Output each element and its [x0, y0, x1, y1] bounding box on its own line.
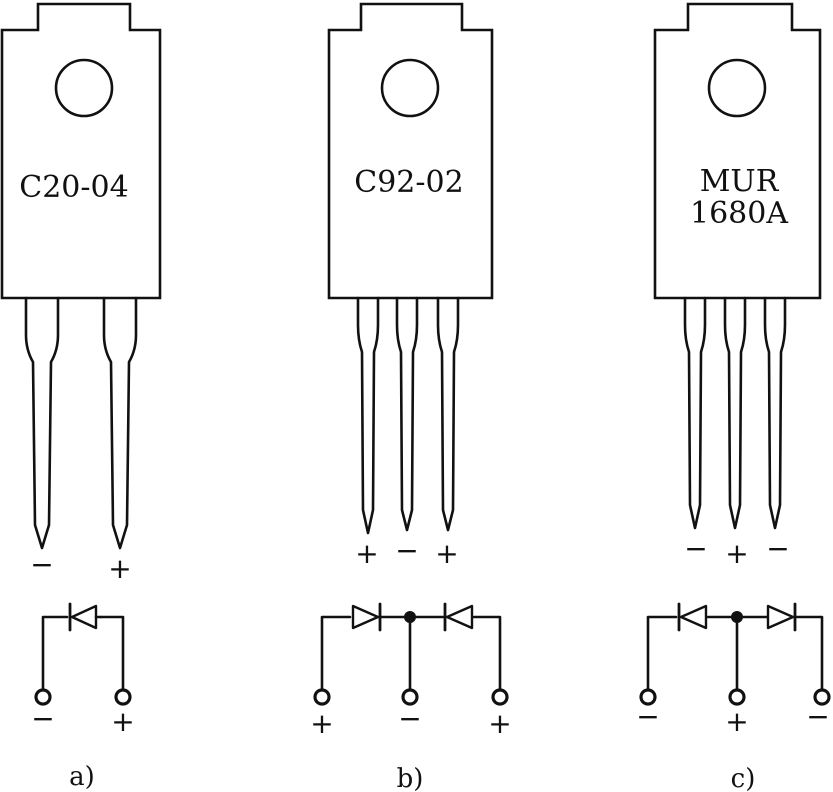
- terminal-sign-c-2: +: [725, 705, 748, 738]
- marking-b: C92-02: [354, 165, 463, 200]
- mounting-hole-a: [54, 58, 114, 118]
- lead-b-1: [356, 296, 380, 535]
- component-b: C92-02 + − + + − + b): [310, 2, 512, 792]
- lead-a-1: [24, 296, 60, 550]
- diode-b-2: [445, 604, 474, 630]
- lead-sign-a-2: +: [108, 552, 131, 585]
- terminal-c-2: [728, 688, 746, 706]
- lead-a-2: [102, 296, 138, 550]
- lead-c-3: [763, 296, 787, 530]
- lead-b-2: [395, 296, 419, 532]
- lead-sign-a-1: −: [30, 548, 53, 581]
- diode-c-1: [679, 604, 708, 630]
- terminal-sign-c-1: −: [636, 700, 659, 733]
- schematic-c: − + −: [636, 602, 831, 738]
- marking-a: C20-04: [19, 170, 128, 205]
- component-c: MUR 1680A − + − − + − c): [636, 2, 831, 792]
- mounting-hole-c: [707, 58, 767, 118]
- package-body-b: [327, 2, 494, 300]
- terminal-c-3: [813, 688, 831, 706]
- marking-c-line2: 1680A: [690, 196, 788, 231]
- terminal-a-1: [34, 688, 52, 706]
- package-body-a: [0, 2, 162, 300]
- terminal-sign-c-3: −: [806, 700, 829, 733]
- lead-sign-b-2: −: [395, 534, 418, 567]
- terminal-a-2: [114, 688, 132, 706]
- package-body-c: [653, 2, 822, 300]
- lead-sign-c-2: +: [725, 537, 748, 570]
- schematic-a: − +: [31, 602, 135, 738]
- terminal-sign-a-2: +: [111, 705, 134, 738]
- terminal-b-3: [491, 688, 509, 706]
- terminal-b-2: [401, 688, 419, 706]
- lead-sign-b-1: +: [355, 537, 378, 570]
- diode-b-1: [351, 604, 380, 630]
- diode-c-2: [766, 604, 795, 630]
- terminal-sign-b-3: +: [488, 707, 511, 740]
- lead-b-3: [436, 296, 460, 532]
- schematic-b: + − +: [310, 602, 512, 740]
- diode-a: [70, 604, 98, 630]
- caption-b: b): [397, 764, 424, 792]
- caption-c: c): [731, 764, 756, 792]
- lead-sign-c-3: −: [766, 532, 789, 565]
- junction-c: [731, 611, 743, 623]
- caption-a: a): [69, 762, 95, 792]
- lead-sign-c-1: −: [684, 532, 707, 565]
- lead-c-2: [723, 296, 747, 530]
- marking-c-line1: MUR: [700, 164, 780, 199]
- lead-c-1: [683, 296, 707, 530]
- mounting-hole-b: [380, 58, 440, 118]
- terminal-c-1: [639, 688, 657, 706]
- terminal-b-1: [313, 688, 331, 706]
- terminal-sign-a-1: −: [31, 702, 54, 735]
- component-a: C20-04 − + − + a): [0, 2, 162, 792]
- terminal-sign-b-1: +: [310, 707, 333, 740]
- lead-sign-b-3: +: [435, 537, 458, 570]
- terminal-sign-b-2: −: [398, 702, 421, 735]
- junction-b: [404, 611, 416, 623]
